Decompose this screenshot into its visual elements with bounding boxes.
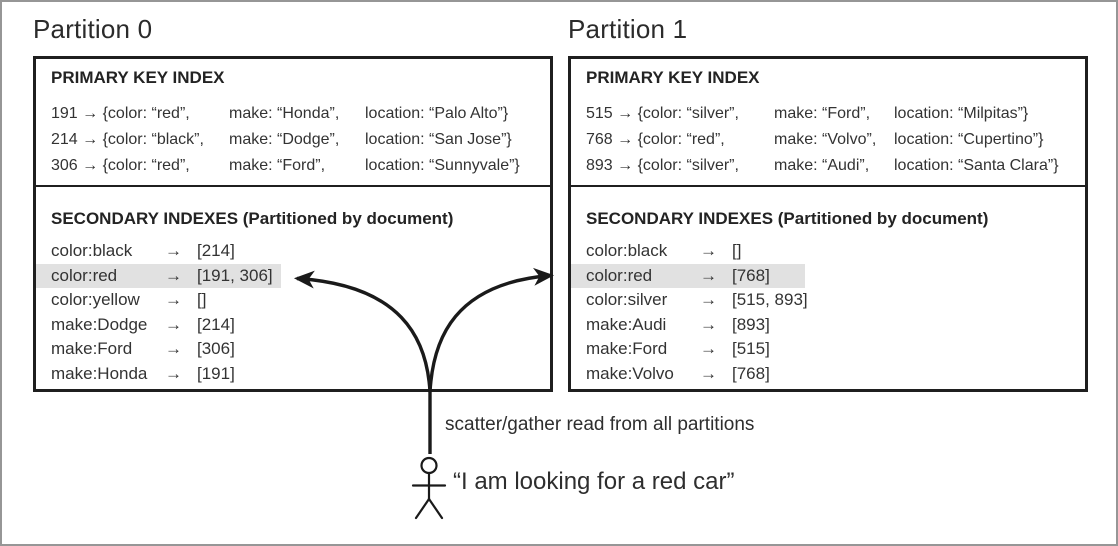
pk-entry-location: location: “Sunnyvale”} (365, 157, 520, 174)
secondary-index-row: make:Volvo → [768] (571, 362, 1085, 387)
partition-0-title: Partition 0 (33, 14, 153, 44)
index-term: color:yellow (51, 290, 140, 309)
primary-key-index-rows: 515 → {color: “silver”, make: “Ford”, lo… (586, 101, 1079, 179)
primary-key-row: 306 → {color: “red”, make: “Ford”, locat… (51, 153, 544, 179)
maps-to-arrow: → (700, 241, 717, 260)
maps-to-arrow: → (700, 363, 717, 383)
primary-key-index-rows: 191 → {color: “red”, make: “Honda”, loca… (51, 101, 544, 179)
index-term: make:Audi (586, 314, 667, 334)
secondary-index-row: color:silver → [515, 893] (571, 288, 1085, 313)
secondary-index-row: color:yellow → [] (36, 288, 550, 313)
secondary-indexes-header: SECONDARY INDEXES (Partitioned by docume… (51, 209, 454, 228)
maps-to-arrow: → (165, 339, 182, 358)
secondary-index-row: make:Dodge → [214] (36, 313, 550, 338)
secondary-index-row: make:Ford → [306] (36, 337, 550, 362)
pk-entry-key-color: 768 → {color: “red”, (586, 131, 725, 148)
index-postings: [191] (197, 363, 235, 383)
partition-1-title: Partition 1 (568, 14, 688, 44)
index-term: make:Volvo (586, 363, 674, 383)
index-postings: [306] (197, 339, 235, 358)
index-postings: [515, 893] (732, 290, 808, 309)
index-term: color:red (586, 265, 653, 285)
pk-entry-key-color: 306 → {color: “red”, (51, 157, 190, 174)
secondary-index-row: color:black → [214] (36, 239, 550, 264)
index-term: make:Dodge (51, 314, 148, 334)
maps-to-arrow: → (700, 314, 717, 334)
pk-entry-location: location: “San Jose”} (365, 131, 512, 148)
pk-entry-location: location: “Milpitas”} (894, 105, 1029, 122)
section-divider (36, 185, 550, 187)
secondary-index-rows: color:black → [214] color:red → [191, 30… (36, 239, 550, 386)
index-postings: [768] (732, 363, 770, 383)
pk-entry-make: make: “Honda”, (229, 105, 340, 122)
maps-to-arrow: → (165, 241, 182, 260)
maps-to-arrow: → (165, 314, 182, 334)
secondary-index-rows: color:black → [] color:red → [768] color… (571, 239, 1085, 386)
index-term: color:black (586, 241, 668, 260)
index-postings: [893] (732, 314, 770, 334)
index-postings: [] (732, 241, 742, 260)
index-term: make:Ford (51, 339, 133, 358)
pk-entry-make: make: “Ford”, (774, 105, 871, 122)
pk-entry-key-color: 515 → {color: “silver”, (586, 105, 739, 122)
scatter-gather-label: scatter/gather read from all partitions (445, 414, 755, 435)
index-postings: [214] (197, 241, 235, 260)
pk-entry-location: location: “Palo Alto”} (365, 105, 509, 122)
pk-entry-make: make: “Audi”, (774, 157, 870, 174)
maps-to-arrow: → (700, 290, 717, 309)
index-postings: [515] (732, 339, 770, 358)
primary-key-row: 893 → {color: “silver”, make: “Audi”, lo… (586, 153, 1079, 179)
maps-to-arrow: → (700, 339, 717, 358)
maps-to-arrow: → (700, 265, 717, 285)
secondary-index-row: make:Ford → [515] (571, 337, 1085, 362)
primary-key-row: 191 → {color: “red”, make: “Honda”, loca… (51, 101, 544, 127)
person-icon (411, 456, 447, 520)
maps-to-arrow: → (165, 265, 182, 285)
index-term: make:Honda (51, 363, 148, 383)
pk-entry-make: make: “Dodge”, (229, 131, 340, 148)
secondary-indexes-header: SECONDARY INDEXES (Partitioned by docume… (586, 209, 989, 228)
primary-key-row: 768 → {color: “red”, make: “Volvo”, loca… (586, 127, 1079, 153)
primary-key-row: 214 → {color: “black”, make: “Dodge”, lo… (51, 127, 544, 153)
pk-entry-key-color: 191 → {color: “red”, (51, 105, 190, 122)
section-divider (571, 185, 1085, 187)
maps-to-arrow: → (165, 290, 182, 309)
index-term: color:black (51, 241, 133, 260)
primary-key-row: 515 → {color: “silver”, make: “Ford”, lo… (586, 101, 1079, 127)
secondary-index-row-highlighted: color:red → [191, 306] (36, 263, 281, 288)
index-term: color:red (51, 265, 118, 285)
primary-key-index-header: PRIMARY KEY INDEX (586, 68, 760, 87)
pk-entry-location: location: “Santa Clara”} (894, 157, 1059, 174)
index-postings: [214] (197, 314, 235, 334)
index-postings: [] (197, 290, 207, 309)
secondary-index-row: make:Audi → [893] (571, 313, 1085, 338)
secondary-index-row: color:black → [] (571, 239, 1085, 264)
pk-entry-make: make: “Volvo”, (774, 131, 877, 148)
partition-1-box: PRIMARY KEY INDEX 515 → {color: “silver”… (568, 56, 1088, 392)
index-postings: [768] (732, 265, 770, 285)
secondary-index-row: make:Honda → [191] (36, 362, 550, 387)
primary-key-index-header: PRIMARY KEY INDEX (51, 68, 225, 87)
pk-entry-make: make: “Ford”, (229, 157, 326, 174)
pk-entry-key-color: 214 → {color: “black”, (51, 131, 204, 148)
index-term: make:Ford (586, 339, 668, 358)
secondary-index-row-highlighted: color:red → [768] (571, 263, 805, 288)
index-term: color:silver (586, 290, 668, 309)
pk-entry-location: location: “Cupertino”} (894, 131, 1044, 148)
pk-entry-key-color: 893 → {color: “silver”, (586, 157, 739, 174)
partition-0-box: PRIMARY KEY INDEX 191 → {color: “red”, m… (33, 56, 553, 392)
user-query-quote: “I am looking for a red car” (453, 468, 735, 495)
index-postings: [191, 306] (197, 265, 273, 285)
maps-to-arrow: → (165, 363, 182, 383)
